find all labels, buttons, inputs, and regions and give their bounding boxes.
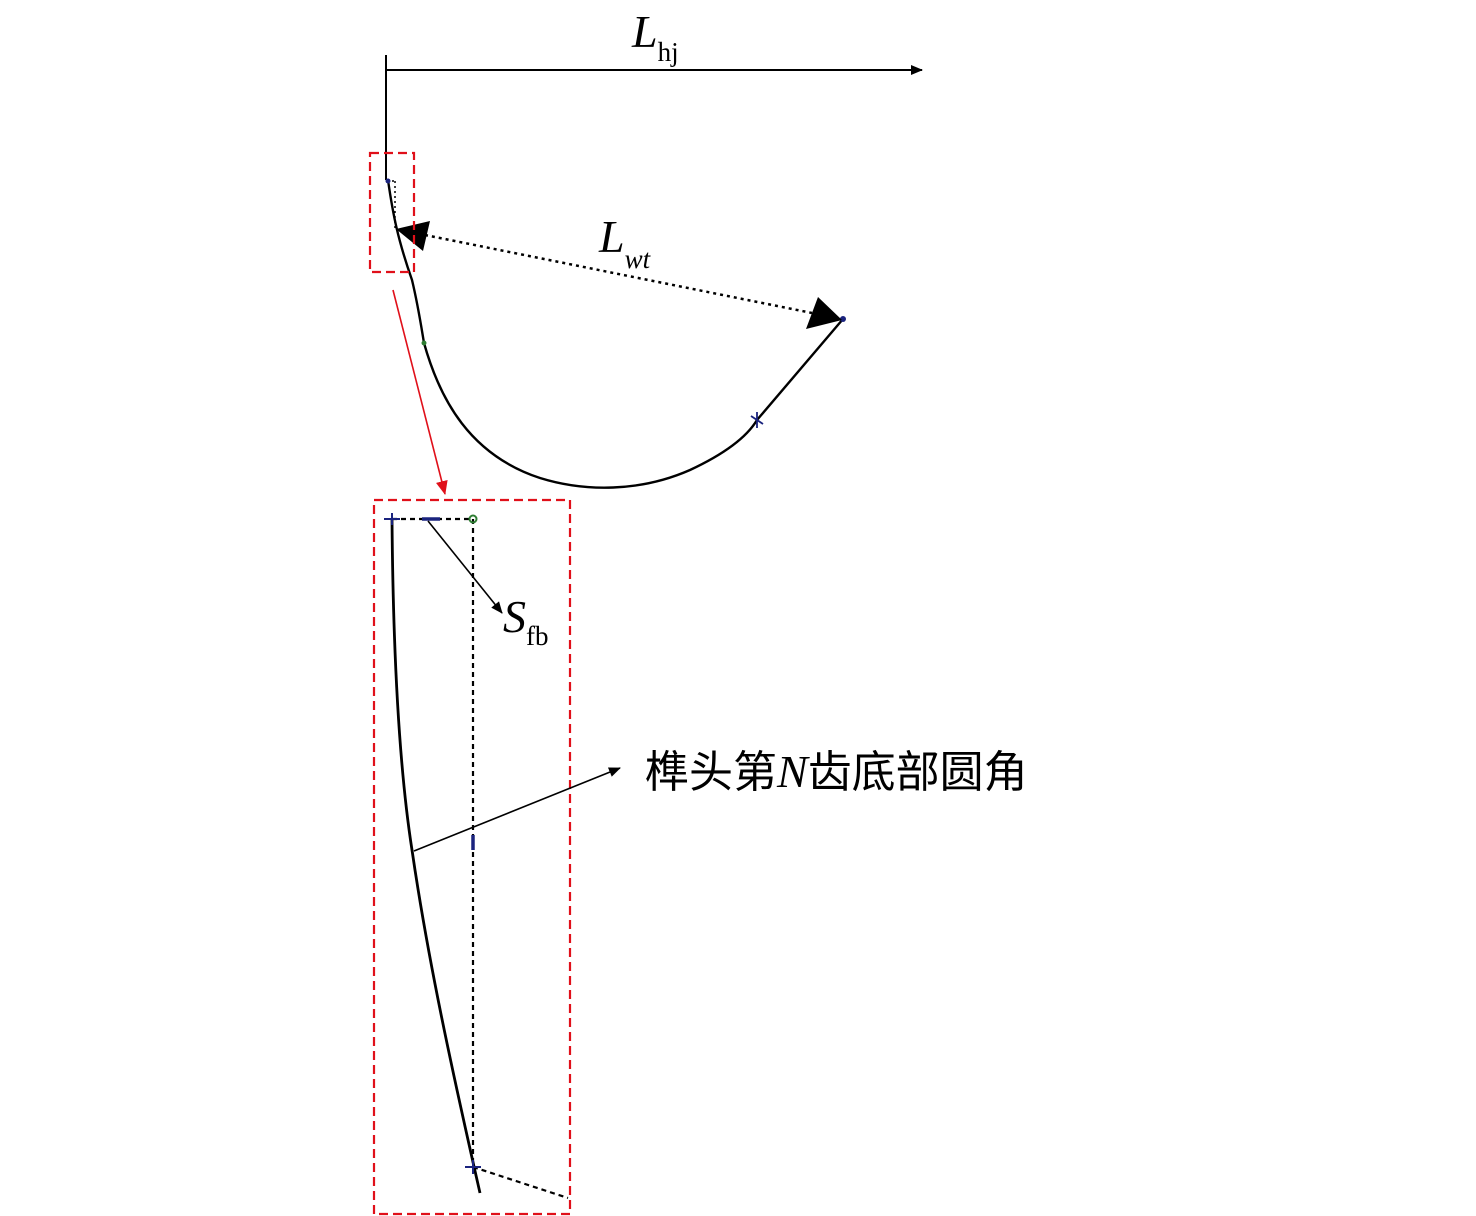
callout-leader-arrow xyxy=(413,767,621,852)
profile-point-green-1 xyxy=(421,340,427,346)
callout-label: 榫头第N齿底部圆角 xyxy=(645,746,1028,798)
lwt-arrowhead-right xyxy=(806,297,842,329)
profile-point-right-end xyxy=(840,316,846,322)
sfb-label: Sfb xyxy=(503,591,549,651)
fillet-callout: 榫头第N齿底部圆角 xyxy=(413,746,1028,852)
tooth-profile-curve xyxy=(386,179,844,489)
zoom-connector-arrow xyxy=(392,289,448,495)
sfb-leader-arrow xyxy=(427,520,503,614)
profile-tick-marker xyxy=(750,412,764,428)
detail-point-green xyxy=(468,514,478,524)
large-highlight-box xyxy=(372,498,572,1216)
lwt-dotted-line xyxy=(424,233,813,315)
lwt-dimension: Lwt xyxy=(396,211,842,329)
zoom-indicator xyxy=(368,151,448,495)
detail-point-bottom xyxy=(465,1160,481,1174)
detail-fillet-curve xyxy=(390,518,482,1194)
detail-dashed-bottom xyxy=(472,1165,569,1200)
lwt-label: Lwt xyxy=(598,211,652,274)
tooth-profile-upper xyxy=(385,178,846,489)
profile-point-top xyxy=(385,178,391,184)
small-highlight-box xyxy=(368,151,416,274)
lhj-label: Lhj xyxy=(631,6,679,67)
lhj-dimension: Lhj xyxy=(385,6,923,180)
detail-point-top xyxy=(384,513,400,525)
detail-view: Sfb xyxy=(372,498,572,1216)
